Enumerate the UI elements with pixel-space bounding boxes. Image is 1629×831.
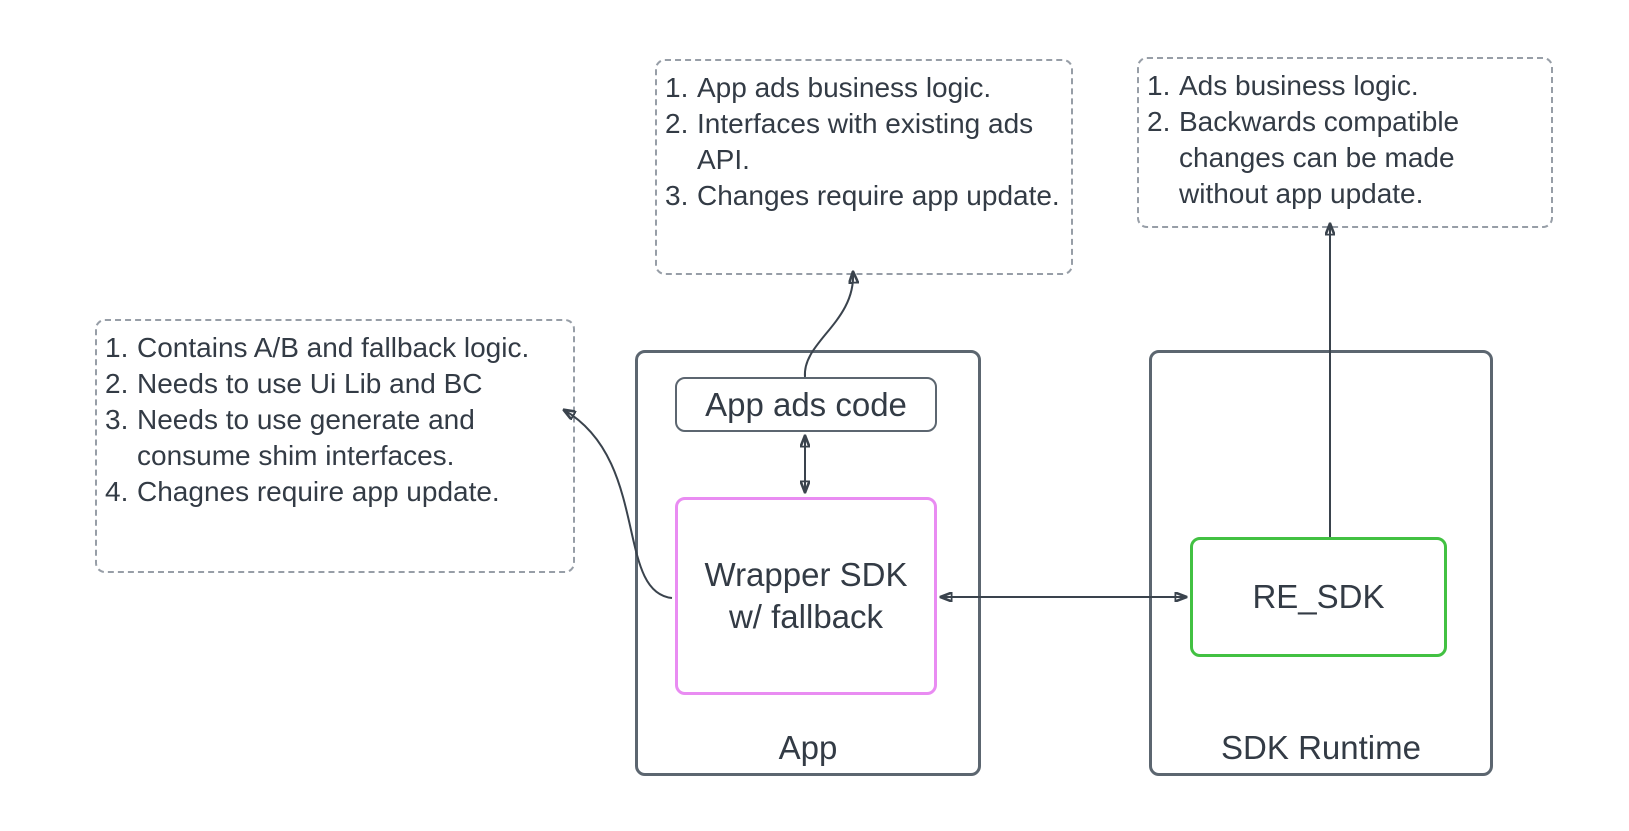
node-wrapper-sdk: Wrapper SDK w/ fallback — [675, 497, 937, 695]
note-item-text: Contains A/B and fallback logic. — [137, 332, 530, 363]
note-re-sdk-details: 1. Ads business logic. 2. Backwards compati… — [1137, 57, 1553, 228]
note-item-text: Needs to use generate and consume shim i… — [137, 404, 475, 471]
note-item-number: 1. — [105, 332, 129, 363]
note-item: 3. Needs to use generate and consume shim… — [105, 402, 565, 474]
container-sdk-runtime-label: SDK Runtime — [1221, 729, 1421, 766]
node-app-ads-code: App ads code — [675, 377, 937, 432]
node-app-ads-code-label: App ads code — [705, 385, 907, 423]
note-item: 3. Changes require app update. — [665, 178, 1063, 214]
note-item-number: 1. — [665, 72, 689, 103]
note-item-number: 1. — [1147, 70, 1171, 101]
note-item-text: Interfaces with existing ads API. — [697, 108, 1034, 175]
note-item-text: App ads business logic. — [697, 72, 992, 103]
note-item-text: Needs to use Ui Lib and BC — [137, 368, 483, 399]
note-item: 2. Needs to use Ui Lib and BC — [105, 366, 565, 402]
note-item: 1. Contains A/B and fallback logic. — [105, 330, 565, 366]
note-item-number: 3. — [665, 180, 689, 211]
note-app-ads-code-details: 1. App ads business logic. 2. Interfaces wi… — [655, 59, 1073, 275]
node-re-sdk: RE_SDK — [1190, 537, 1447, 657]
node-wrapper-sdk-label-line1: Wrapper SDK — [704, 556, 908, 593]
note-item-number: 2. — [1147, 106, 1171, 137]
note-item-number: 3. — [105, 404, 129, 435]
note-item: 2. Backwards compatible changes can be ma… — [1147, 104, 1543, 212]
node-re-sdk-label: RE_SDK — [1252, 578, 1385, 615]
note-item-text: Backwards compatible changes can be made… — [1179, 106, 1460, 209]
note-item-number: 2. — [665, 108, 689, 139]
note-item: 1. App ads business logic. — [665, 70, 1063, 106]
note-item: 2. Interfaces with existing ads API. — [665, 106, 1063, 178]
note-item-number: 2. — [105, 368, 129, 399]
container-app-label: App — [778, 729, 838, 766]
note-item: 4. Chagnes require app update. — [105, 474, 565, 510]
note-item-number: 4. — [105, 476, 129, 507]
node-wrapper-sdk-label-line2: w/ fallback — [728, 598, 884, 635]
note-item-text: Changes require app update. — [697, 180, 1060, 211]
note-item-text: Chagnes require app update. — [137, 476, 500, 507]
note-wrapper-sdk-details: 1. Contains A/B and fallback logic. 2. Need… — [95, 319, 575, 573]
container-sdk-runtime: SDK Runtime — [1149, 350, 1493, 776]
note-item: 1. Ads business logic. — [1147, 68, 1543, 104]
note-item-text: Ads business logic. — [1179, 70, 1419, 101]
